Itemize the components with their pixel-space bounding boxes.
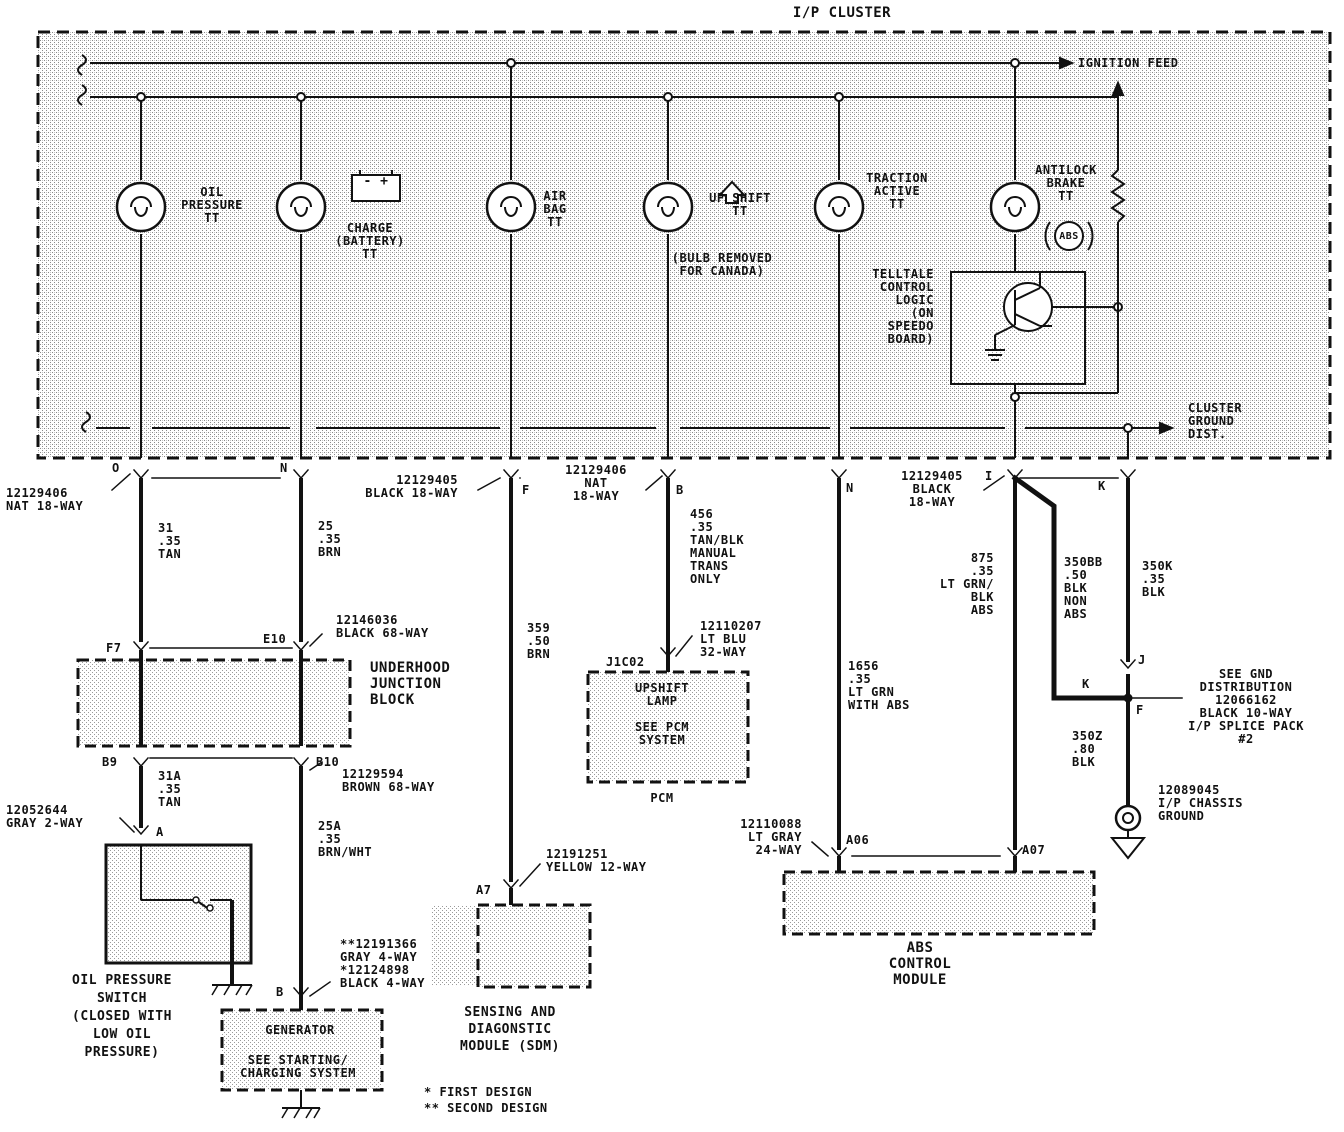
wire-1656: 1656 .35 LT GRN WITH ABS [848, 659, 910, 712]
telltale-logic-label: TELLTALE CONTROL LOGIC (ON SPEEDO BOARD) [872, 267, 934, 346]
pin-i: I [985, 469, 993, 483]
abs-icon [1044, 221, 1094, 251]
pin-a7: A7 [476, 883, 492, 897]
pin-a06: A06 [846, 833, 870, 847]
abs-control-module [782, 856, 1096, 936]
wire-31: 31 .35 TAN [158, 521, 182, 561]
air-bag-telltale-bulb [485, 58, 537, 458]
pin-f7: F7 [106, 641, 122, 655]
pin-j: J [1138, 653, 1146, 667]
cluster-ground-label: CLUSTER GROUND DIST. [1188, 401, 1243, 441]
pin-e10: E10 [263, 632, 287, 646]
legend-first-design: * FIRST DESIGN [424, 1085, 533, 1099]
pin-n2: N [846, 481, 854, 495]
wire-350k: 350K .35 BLK [1142, 559, 1173, 599]
resistor [1015, 97, 1133, 458]
connector-generator: **12191366 GRAY 4-WAY *12124898 BLACK 4-… [340, 937, 425, 990]
generator [220, 990, 384, 1119]
connector-c3: 12129406 NAT 18-WAY [565, 463, 627, 503]
battery-icon [351, 170, 401, 202]
pin-a07: A07 [1022, 843, 1046, 857]
pin-f: F [522, 483, 530, 497]
pcm-inner-label: UPSHIFT LAMP SEE PCM SYSTEM [634, 681, 690, 747]
antilock-tt-label: ANTILOCK BRAKE TT [1035, 163, 1097, 203]
generator-title: GENERATOR [265, 1023, 335, 1037]
upshift-tt-label: UP SHIFT TT [709, 191, 771, 218]
wire-350z: 350Z .80 BLK [1072, 729, 1103, 769]
sdm-label: SENSING AND DIAGONSTIC MODULE (SDM) [460, 1005, 560, 1054]
pcm-module [586, 670, 750, 784]
charge-tt-label: CHARGE (BATTERY) TT [335, 221, 405, 261]
ujb-label: UNDERHOOD JUNCTION BLOCK [370, 660, 451, 708]
ground-bus [81, 411, 1175, 435]
wire-350bb: 350BB .50 BLK NON ABS [1064, 555, 1103, 621]
ignition-feed-label: IGNITION FEED [1078, 56, 1179, 70]
connector-oil-switch: 12052644 GRAY 2-WAY [6, 803, 84, 830]
pin-b9: B9 [102, 755, 118, 769]
battery-polarity: - + [363, 174, 389, 189]
ignition-bus [77, 54, 1125, 106]
oil-pressure-tt-label: OIL PRESSURE TT [181, 185, 243, 225]
pin-f2: F [1136, 703, 1144, 717]
connector-sdm: 12191251 YELLOW 12-WAY [546, 847, 647, 874]
connector-c4: 12129405 BLACK 18-WAY [901, 469, 963, 509]
traction-tt-label: TRACTION ACTIVE TT [866, 171, 928, 211]
harness-wires [110, 468, 1183, 998]
connector-pcm: 12110207 LT BLU 32-WAY [700, 619, 762, 659]
generator-note: SEE STARTING/ CHARGING SYSTEM [240, 1053, 356, 1080]
connector-c2: 12129405 BLACK 18-WAY [365, 473, 458, 500]
pin-b: B [676, 483, 684, 497]
legend-second-design: ** SECOND DESIGN [424, 1101, 548, 1115]
pin-b10: B10 [316, 755, 340, 769]
pcm-label: PCM [650, 791, 674, 805]
chassis-ground-icon [1109, 790, 1147, 860]
bulb-circuits [115, 58, 1041, 458]
pin-j1c02: J1C02 [606, 655, 645, 669]
sdm-module [432, 888, 592, 989]
diagram-title: I/P CLUSTER [792, 5, 892, 21]
abs-module-label: ABS CONTROL MODULE [888, 940, 952, 988]
underhood-junction-block [76, 658, 352, 748]
wire-25: 25 .35 BRN [318, 519, 342, 559]
charge-telltale-bulb [275, 92, 327, 458]
ip-cluster-box [36, 30, 1332, 460]
pin-n: N [280, 461, 288, 475]
abs-badge-text: ABS [1059, 231, 1079, 242]
oil-switch-label: OIL PRESSURE SWITCH (CLOSED WITH LOW OIL… [72, 973, 172, 1060]
chassis-ground-label: 12089045 I/P CHASSIS GROUND [1158, 783, 1243, 823]
connector-ujb-bottom: 12129594 BROWN 68-WAY [342, 767, 435, 794]
oil-pressure-switch [104, 843, 253, 996]
connector-ujb-top: 12146036 BLACK 68-WAY [336, 613, 429, 640]
wire-456: 456 .35 TAN/BLK MANUAL TRANS ONLY [690, 507, 745, 586]
pin-o: O [112, 461, 120, 475]
connector-abs: 12110088 LT GRAY 24-WAY [740, 817, 802, 857]
antilock-brake-telltale-bulb [989, 58, 1041, 458]
gnd-distribution-note: SEE GND DISTRIBUTION 12066162 BLACK 10-W… [1188, 667, 1304, 746]
air-bag-tt-label: AIR BAG TT [543, 189, 567, 229]
wire-359: 359 .50 BRN [527, 621, 551, 661]
telltale-control-logic [950, 271, 1123, 393]
pin-k: K [1098, 479, 1106, 493]
upshift-telltale-bulb [642, 92, 747, 458]
pin-a: A [156, 825, 164, 839]
traction-active-telltale-bulb [813, 92, 865, 458]
pin-b2: B [276, 985, 284, 999]
wire-25a: 25A .35 BRN/WHT [318, 819, 373, 859]
pin-k2: K [1082, 677, 1090, 691]
wire-31a: 31A .35 TAN [158, 769, 182, 809]
upshift-canada-note: (BULB REMOVED FOR CANADA) [671, 251, 773, 278]
wire-875: 875 .35 LT GRN/ BLK ABS [939, 551, 994, 617]
oil-pressure-telltale-bulb [115, 92, 167, 458]
connector-c1: 12129406 NAT 18-WAY [6, 486, 84, 513]
